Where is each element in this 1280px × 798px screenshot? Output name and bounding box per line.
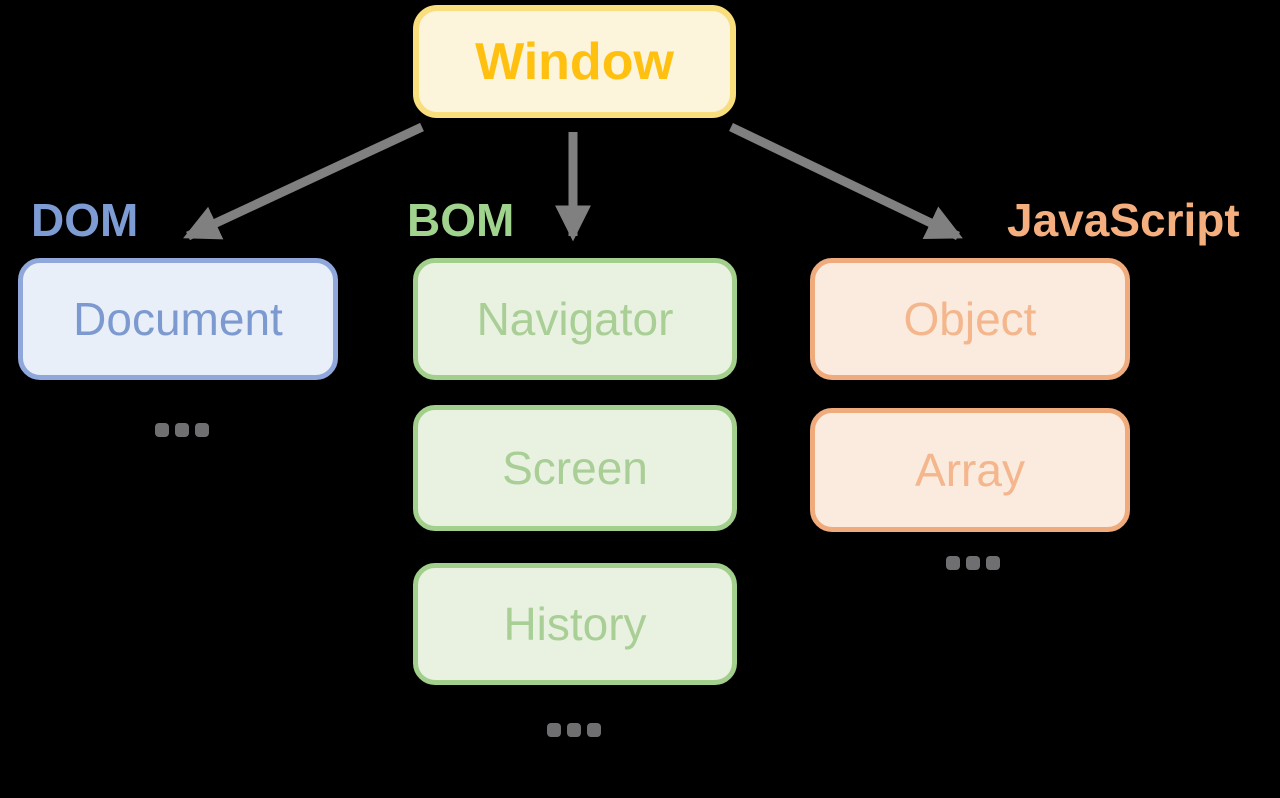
dot bbox=[175, 423, 189, 437]
node-window-label: Window bbox=[475, 32, 674, 91]
ellipsis-icon bbox=[155, 423, 209, 437]
group-label-bom: BOM bbox=[407, 194, 515, 246]
node-array-label: Array bbox=[915, 444, 1025, 496]
node-screen-label: Screen bbox=[502, 442, 648, 494]
node-window: Window bbox=[413, 5, 736, 118]
dot bbox=[946, 556, 960, 570]
ellipsis-icon bbox=[946, 556, 1000, 570]
dot bbox=[547, 723, 561, 737]
node-document: Document bbox=[18, 258, 338, 380]
node-object-label: Object bbox=[903, 293, 1037, 345]
dot bbox=[195, 423, 209, 437]
node-object: Object bbox=[810, 258, 1130, 380]
group-label-javascript: JavaScript bbox=[1007, 194, 1240, 246]
dot bbox=[155, 423, 169, 437]
ellipsis-icon bbox=[547, 723, 601, 737]
node-document-label: Document bbox=[73, 293, 283, 345]
node-history-label: History bbox=[503, 598, 647, 650]
dot bbox=[986, 556, 1000, 570]
arrow-window-to-dom bbox=[183, 122, 424, 241]
node-navigator: Navigator bbox=[413, 258, 737, 380]
node-screen: Screen bbox=[413, 405, 737, 531]
node-history: History bbox=[413, 563, 737, 685]
node-navigator-label: Navigator bbox=[476, 293, 674, 345]
dot bbox=[587, 723, 601, 737]
node-array: Array bbox=[810, 408, 1130, 532]
dot bbox=[966, 556, 980, 570]
group-label-dom: DOM bbox=[31, 194, 139, 246]
dot bbox=[567, 723, 581, 737]
arrow-window-to-javascript bbox=[729, 122, 963, 241]
